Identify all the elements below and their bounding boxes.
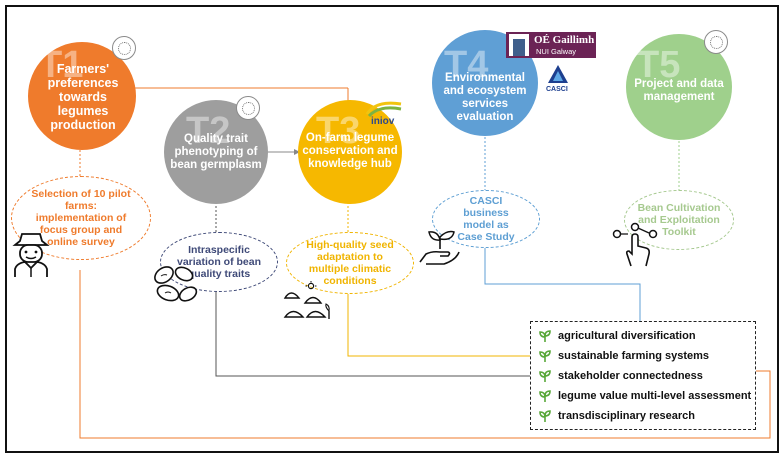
- t1-university-seal-icon: [112, 36, 136, 60]
- outcome-label: legume value multi-level assessment: [558, 390, 752, 402]
- t4-activity-text: CASCI business model as Case Study: [457, 195, 515, 243]
- t5-university-seal-icon: [704, 30, 728, 54]
- t3-activity-text: High-quality seed adaptation to multiple…: [306, 239, 394, 287]
- t5-title: Project and data management: [634, 78, 724, 103]
- t2-title: Quality trait phenotyping of bean germpl…: [170, 133, 262, 171]
- casci-logo-text: CASCI: [546, 86, 568, 93]
- t4-code: T4: [444, 44, 489, 86]
- outcome-item: sustainable farming systems: [539, 350, 709, 362]
- sprout-icon: [539, 410, 551, 422]
- touch-network-icon: [612, 222, 658, 267]
- t2-code: T2: [186, 110, 231, 152]
- t1-activity: Selection of 10 pilot farms: implementat…: [11, 176, 151, 260]
- t2-activity: Intraspecific variation of bean quality …: [160, 232, 278, 292]
- iniov-swoosh-icon: [365, 101, 402, 118]
- outcome-label: sustainable farming systems: [558, 350, 710, 362]
- nuig-logo: OÉ Gaillimh NUI Galway: [506, 32, 596, 58]
- t5-activity: Bean Cultivation and Exploitation Toolki…: [624, 190, 734, 250]
- t3-circle: [298, 100, 402, 204]
- t1-circle: [28, 42, 136, 150]
- iniov-logo: iniov: [364, 98, 404, 130]
- t1-title: Farmers' preferences towards legumes pro…: [47, 62, 119, 132]
- t3-title: On-farm legume conservation and knowledg…: [302, 132, 398, 170]
- t3-activity: High-quality seed adaptation to multiple…: [286, 232, 414, 294]
- sprout-icon: [539, 350, 551, 362]
- sprout-icon: [539, 330, 551, 342]
- outcome-item: transdisciplinary research: [539, 410, 695, 422]
- t1-code: T1: [39, 44, 84, 86]
- casci-logo: CASCI: [546, 64, 570, 96]
- t2-university-seal-icon: [236, 96, 260, 120]
- iniov-logo-text: iniov: [371, 116, 395, 127]
- sprout-icon: [539, 390, 551, 402]
- outcome-item: stakeholder connectedness: [539, 370, 703, 382]
- outcome-label: stakeholder connectedness: [558, 370, 703, 382]
- outcome-item: agricultural diversification: [539, 330, 696, 342]
- outcome-label: transdisciplinary research: [558, 410, 695, 422]
- casci-triangle-icon: [548, 65, 568, 83]
- outcome-label: agricultural diversification: [558, 330, 696, 342]
- t5-activity-text: Bean Cultivation and Exploitation Toolki…: [637, 202, 721, 238]
- beans-icon: [154, 266, 198, 302]
- t1-activity-text: Selection of 10 pilot farms: implementat…: [31, 188, 131, 248]
- nuig-building-inner-icon: [513, 39, 525, 56]
- nuig-logo-line2: NUI Galway: [536, 47, 577, 56]
- outcomes-box: agricultural diversification sustainable…: [530, 321, 756, 430]
- outcome-item: legume value multi-level assessment: [539, 390, 751, 402]
- t3-code: T3: [316, 110, 361, 152]
- seedling-hand-icon: [419, 230, 460, 265]
- nuig-logo-line1: OÉ Gaillimh: [534, 34, 595, 46]
- t2-activity-text: Intraspecific variation of bean quality …: [176, 244, 261, 280]
- t4-title: Environmental and ecosystem services eva…: [443, 72, 527, 123]
- greenhouse-icon: [283, 281, 330, 319]
- diagram-frame: [5, 5, 779, 453]
- sprout-icon: [539, 370, 551, 382]
- t5-code: T5: [636, 44, 681, 86]
- farmer-icon: [12, 233, 50, 277]
